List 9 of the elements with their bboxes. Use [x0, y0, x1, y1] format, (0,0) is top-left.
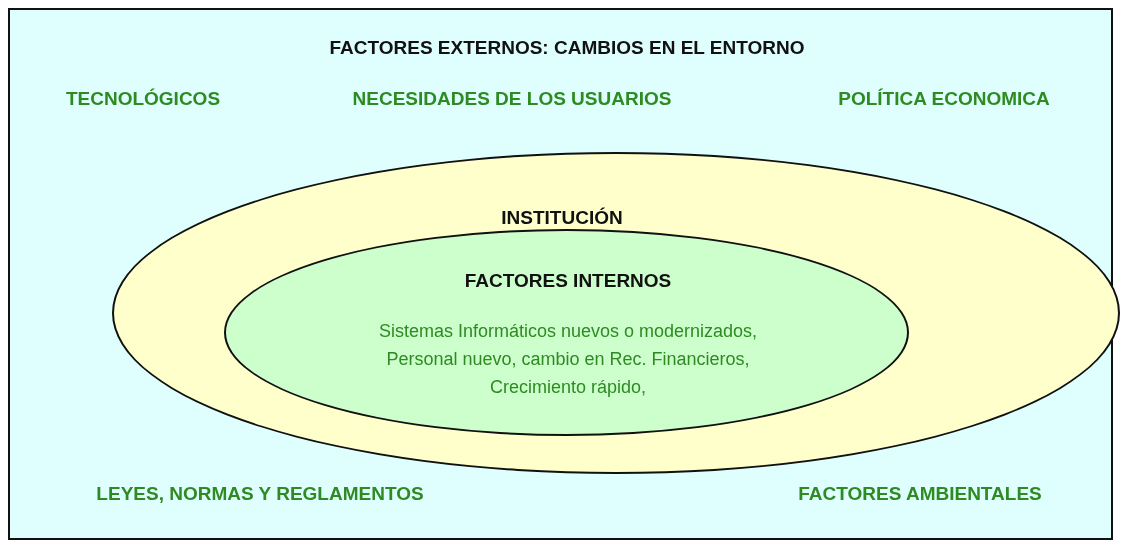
factor-label: FACTORES AMBIENTALES: [798, 483, 1042, 505]
factor-label: POLÍTICA ECONOMICA: [838, 88, 1050, 110]
heading: FACTORES EXTERNOS: CAMBIOS EN EL ENTORNO: [329, 36, 805, 60]
description-text: Sistemas Informáticos nuevos o modernizados, Personal nuevo, cambio en Rec. Financieros, Crecimiento rápido,: [377, 320, 759, 399]
factor-label: TECNOLÓGICOS: [65, 88, 221, 110]
factor-label: NECESIDADES DE LOS USUARIOS: [352, 88, 672, 110]
heading: FACTORES INTERNOS: [464, 269, 672, 293]
factor-label: LEYES, NORMAS Y REGLAMENTOS: [96, 483, 424, 505]
heading: INSTITUCIÓN: [501, 206, 623, 230]
